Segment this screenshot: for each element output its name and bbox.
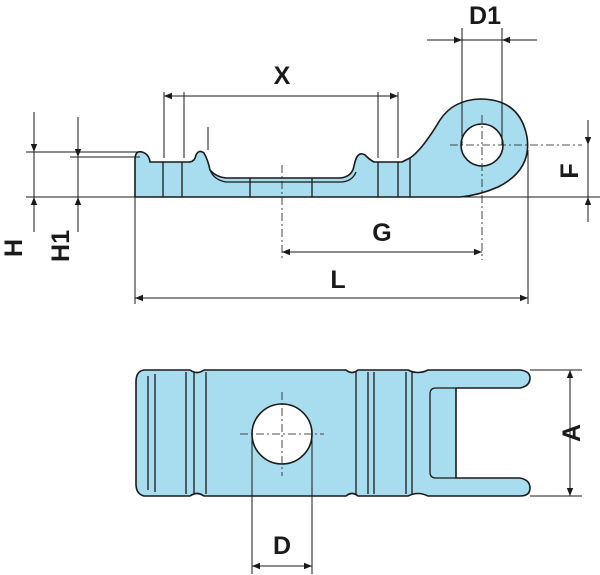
fork-slot-outline: [429, 387, 456, 479]
dimension-x: X: [164, 62, 398, 100]
side-view: [134, 98, 582, 260]
label-d1: D1: [469, 2, 501, 30]
dimension-d: D: [252, 532, 312, 570]
dimension-h: H: [0, 112, 38, 257]
label-x: X: [274, 62, 291, 90]
label-g: G: [372, 219, 391, 247]
dimension-l: L: [135, 266, 528, 302]
label-a: A: [558, 424, 586, 442]
label-h1: H1: [47, 230, 75, 262]
side-extension-lines: [26, 28, 600, 304]
top-view: [135, 369, 531, 497]
label-l: L: [330, 266, 345, 294]
dimension-d1: D1: [427, 2, 537, 44]
top-view-body: [135, 369, 531, 497]
dimension-g: G: [282, 219, 482, 256]
label-h: H: [0, 239, 28, 257]
label-f: F: [556, 163, 584, 178]
side-inner-contour: [209, 169, 357, 183]
label-d: D: [273, 532, 291, 560]
dimension-f: F: [556, 120, 592, 222]
top-extension-lines: [251, 369, 582, 574]
side-view-body: [134, 98, 529, 198]
dimension-h1: H1: [47, 117, 82, 262]
dimension-a: A: [558, 370, 586, 496]
